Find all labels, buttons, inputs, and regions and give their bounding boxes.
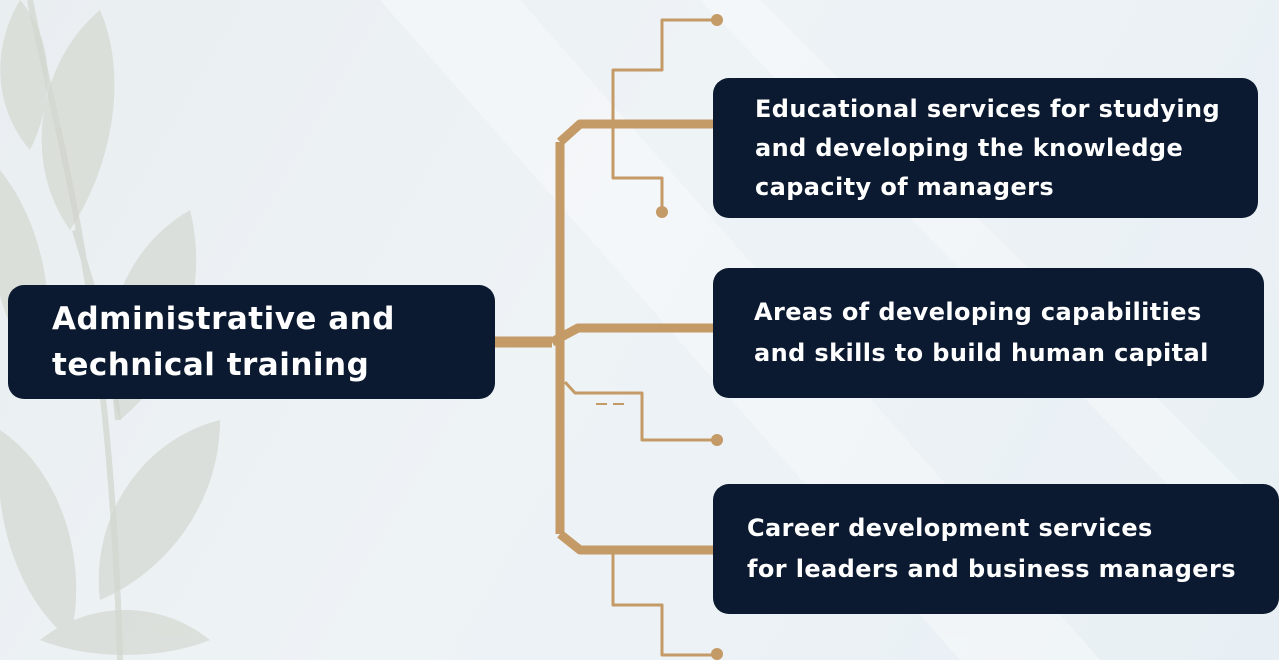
circuit-line-middle (563, 380, 717, 442)
connector-dot (656, 206, 668, 218)
branch-2-connector (549, 323, 713, 346)
connector-dot (711, 14, 723, 26)
branch-node-label: Career development services for leaders … (747, 514, 1236, 583)
root-node: Administrative and technical training (8, 285, 495, 399)
branch-node-capabilities-skills: Areas of developing capabilities and ski… (713, 268, 1264, 398)
connector-dot (711, 648, 723, 660)
circuit-line-branch1-down (611, 124, 664, 212)
branch-node-label: Educational services for studying and de… (755, 94, 1221, 201)
branch-node-label: Areas of developing capabilities and ski… (754, 298, 1209, 367)
connector-dot (711, 434, 723, 446)
branch-1-connector (556, 119, 713, 146)
circuit-line-bottom (611, 550, 717, 657)
branch-3-connector (557, 530, 713, 555)
branch-node-career-development: Career development services for leaders … (713, 484, 1279, 614)
circuit-line-top (611, 18, 717, 124)
branch-node-educational-services: Educational services for studying and de… (713, 78, 1258, 218)
root-node-label: Administrative and technical training (52, 301, 395, 383)
